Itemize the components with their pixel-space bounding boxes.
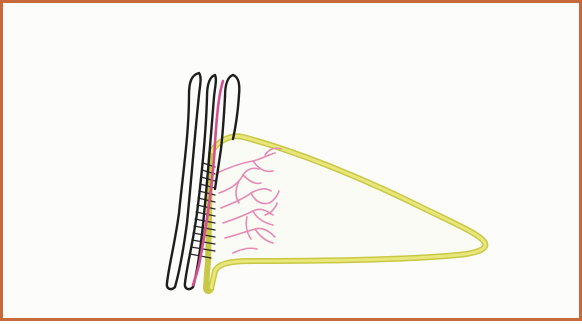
sketch-canvas (3, 3, 582, 324)
inner-wall-layer-cap (233, 75, 239, 139)
outer-wall-layer (167, 73, 201, 289)
